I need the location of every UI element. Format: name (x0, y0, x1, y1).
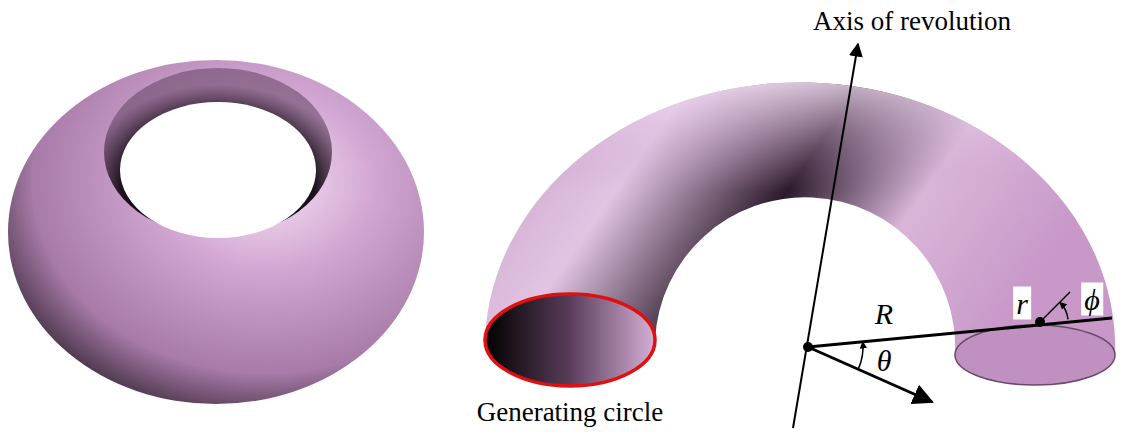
theta-label: θ (877, 344, 892, 377)
phi-label: ϕ (1081, 283, 1103, 316)
full-torus (8, 60, 424, 404)
phi-line (1040, 292, 1070, 322)
axis-label: Axis of revolution (813, 7, 1011, 37)
generating-circle-label: Generating circle (477, 398, 664, 428)
generating-circle (485, 294, 655, 386)
tube-end (485, 294, 655, 386)
theta-arc (858, 342, 863, 369)
cut-face (955, 325, 1115, 385)
axis-line (793, 44, 858, 428)
phi-arc (1060, 302, 1068, 319)
tube-center-dot (1035, 317, 1045, 327)
center-dot (803, 342, 813, 352)
radius-label: R (875, 297, 893, 330)
tube-radius-label: r (1013, 287, 1031, 320)
radius-line (808, 318, 1112, 347)
theta-arrow (808, 347, 932, 402)
half-torus (485, 82, 1115, 386)
